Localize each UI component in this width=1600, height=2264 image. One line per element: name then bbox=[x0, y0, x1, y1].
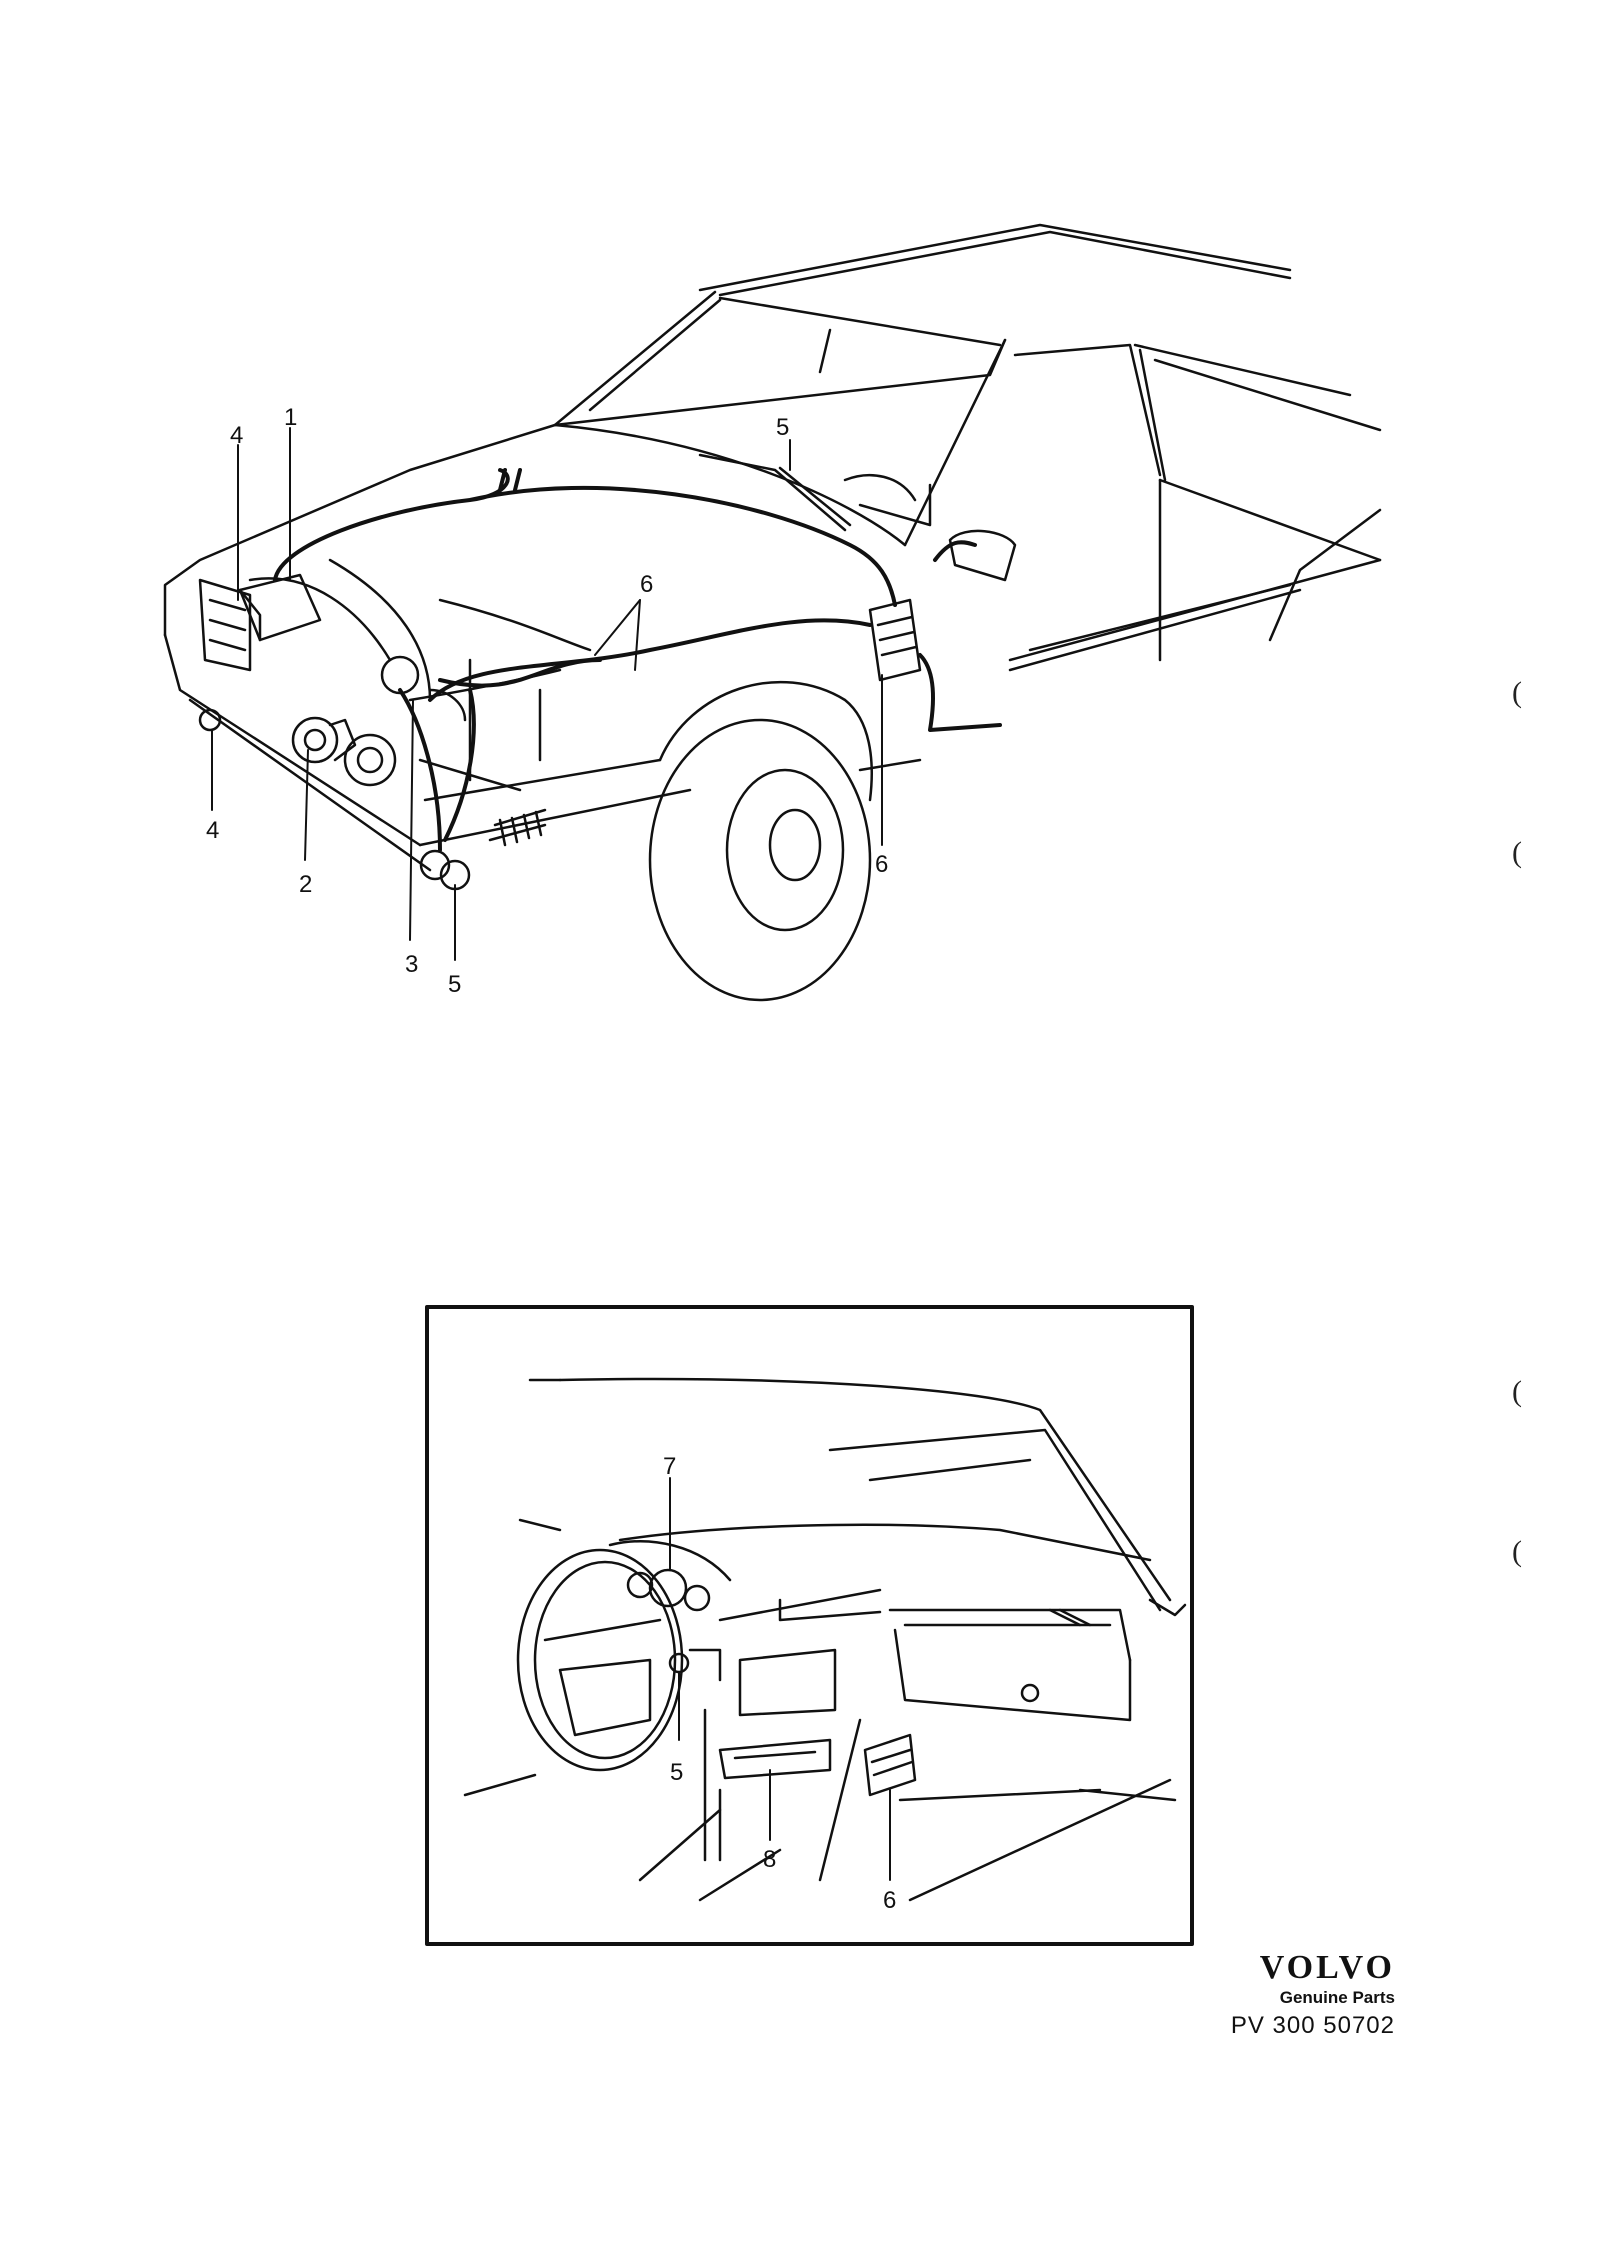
callout-1: 1 bbox=[284, 404, 297, 431]
dashboard-illustration bbox=[463, 1377, 1187, 1902]
inset-callout-6: 6 bbox=[883, 1887, 896, 1914]
margin-mark: ( bbox=[1512, 1375, 1522, 1408]
callout-6-lower: 6 bbox=[875, 851, 888, 878]
inset-frame bbox=[425, 1305, 1194, 1946]
inset-callout-8: 8 bbox=[763, 1846, 776, 1873]
callout-2: 2 bbox=[299, 871, 312, 898]
callouts-top: 1 2 3 4 4 5 5 6 6 bbox=[206, 404, 888, 998]
part-number: PV 300 50702 bbox=[1230, 2012, 1395, 2039]
wiring-harness bbox=[273, 468, 1002, 852]
volvo-logo: VOLVO bbox=[1259, 1949, 1395, 1986]
callout-6-upper: 6 bbox=[640, 571, 653, 598]
callout-4-upper: 4 bbox=[230, 422, 243, 449]
inset-callout-5: 5 bbox=[670, 1759, 683, 1786]
margin-mark: ( bbox=[1512, 1535, 1522, 1568]
inset-callout-7: 7 bbox=[663, 1453, 676, 1480]
brand-block: VOLVO Genuine Parts PV 300 50702 bbox=[1150, 1950, 1395, 2040]
callouts-inset: 5 6 7 8 bbox=[663, 1453, 896, 1914]
callout-4-lower: 4 bbox=[206, 817, 219, 844]
callout-5-upper: 5 bbox=[776, 414, 789, 441]
callout-leaders-top bbox=[211, 427, 883, 961]
callout-3: 3 bbox=[405, 951, 418, 978]
margin-mark: ( bbox=[1512, 676, 1522, 709]
callout-leaders-inset bbox=[669, 1477, 891, 1881]
margin-mark: ( bbox=[1512, 836, 1522, 869]
brand-tagline: Genuine Parts bbox=[1279, 1988, 1395, 2007]
callout-5-lower: 5 bbox=[448, 971, 461, 998]
car-illustration bbox=[163, 223, 1382, 1002]
